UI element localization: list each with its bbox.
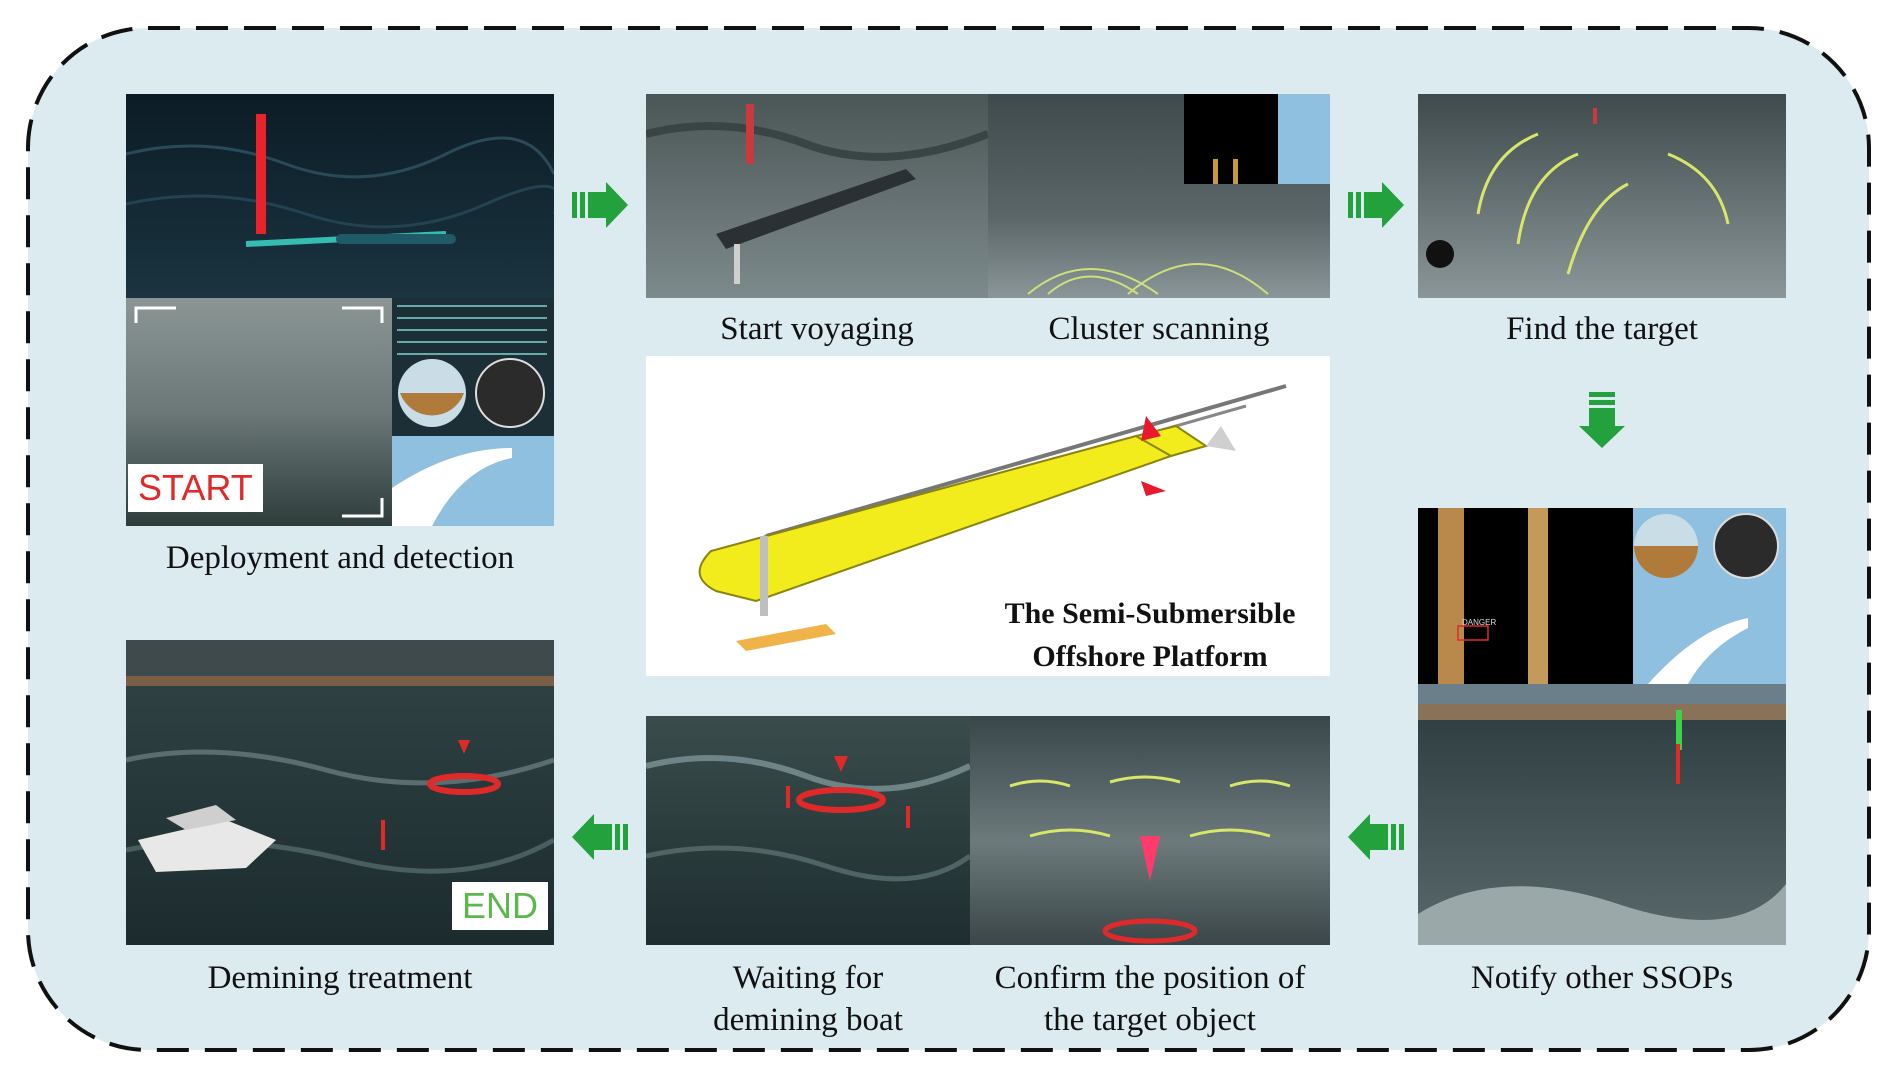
platform-label-line1: The Semi-Submersible — [1004, 597, 1296, 630]
caption-start-voyaging: Start voyaging — [720, 311, 914, 347]
caption-notify: Notify other SSOPs — [1470, 960, 1734, 996]
panel-deployment-underwater — [126, 94, 554, 298]
start-badge: START — [128, 464, 263, 512]
arrow-down-icon — [1579, 392, 1625, 448]
caption-confirm-line1: Confirm the position of — [994, 960, 1306, 996]
caption-cluster-scanning: Cluster scanning — [1048, 311, 1270, 347]
arrow-left-icon — [1348, 814, 1404, 860]
arrow-right-icon — [1348, 182, 1404, 228]
platform-label-line2: Offshore Platform — [1032, 640, 1268, 673]
panel-notify-water — [1418, 684, 1786, 945]
caption-waiting-line1: Waiting for — [732, 960, 884, 996]
panel-confirm-position — [970, 716, 1330, 945]
arrow-left-icon — [572, 814, 628, 860]
caption-find-target: Find the target — [1506, 311, 1698, 347]
danger-label: DANGER — [1462, 618, 1497, 627]
panel-notify-hud — [1418, 508, 1786, 684]
caption-deployment: Deployment and detection — [165, 540, 515, 576]
end-badge: END — [452, 882, 549, 930]
panel-find-target — [1418, 94, 1786, 298]
panel-cluster-scanning — [988, 94, 1330, 298]
arrow-right-icon — [572, 182, 628, 228]
caption-demining: Demining treatment — [207, 960, 473, 996]
panel-start-voyaging — [646, 94, 988, 298]
caption-confirm-line2: the target object — [1044, 1002, 1256, 1038]
panel-platform-render — [646, 356, 1330, 676]
caption-waiting-line2: demining boat — [713, 1002, 903, 1038]
panel-deployment-hud — [392, 298, 554, 526]
panel-waiting-boat — [646, 716, 970, 945]
